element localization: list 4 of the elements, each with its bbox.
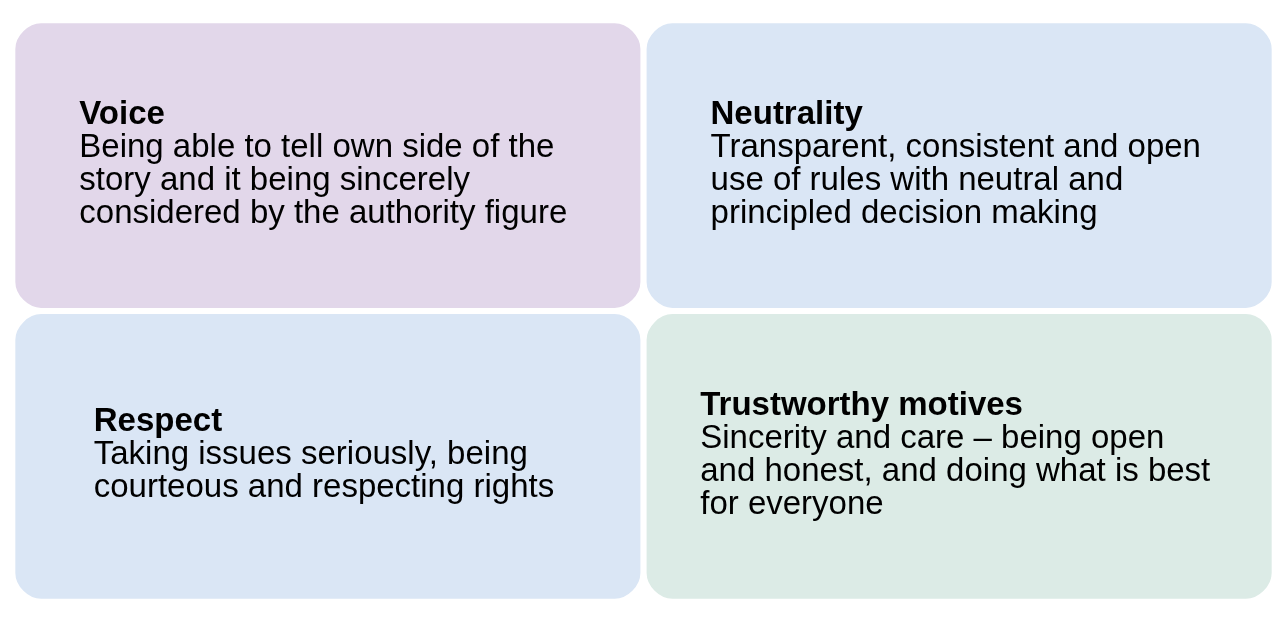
- node-box: Neutrality Transparent, consistent and open use of rules with neutral and principled decision making: [646, 22, 1272, 308]
- node-box: Voice Being able to tell own side of the story and it being sincerely considered by the authority figure: [15, 22, 641, 308]
- node-box: Trustworthy motives Sincerity and care – being open and honest, and doing what is best for everyone: [646, 313, 1272, 599]
- node-box: Respect Taking issues seriously, being courteous and respecting rights: [15, 313, 641, 599]
